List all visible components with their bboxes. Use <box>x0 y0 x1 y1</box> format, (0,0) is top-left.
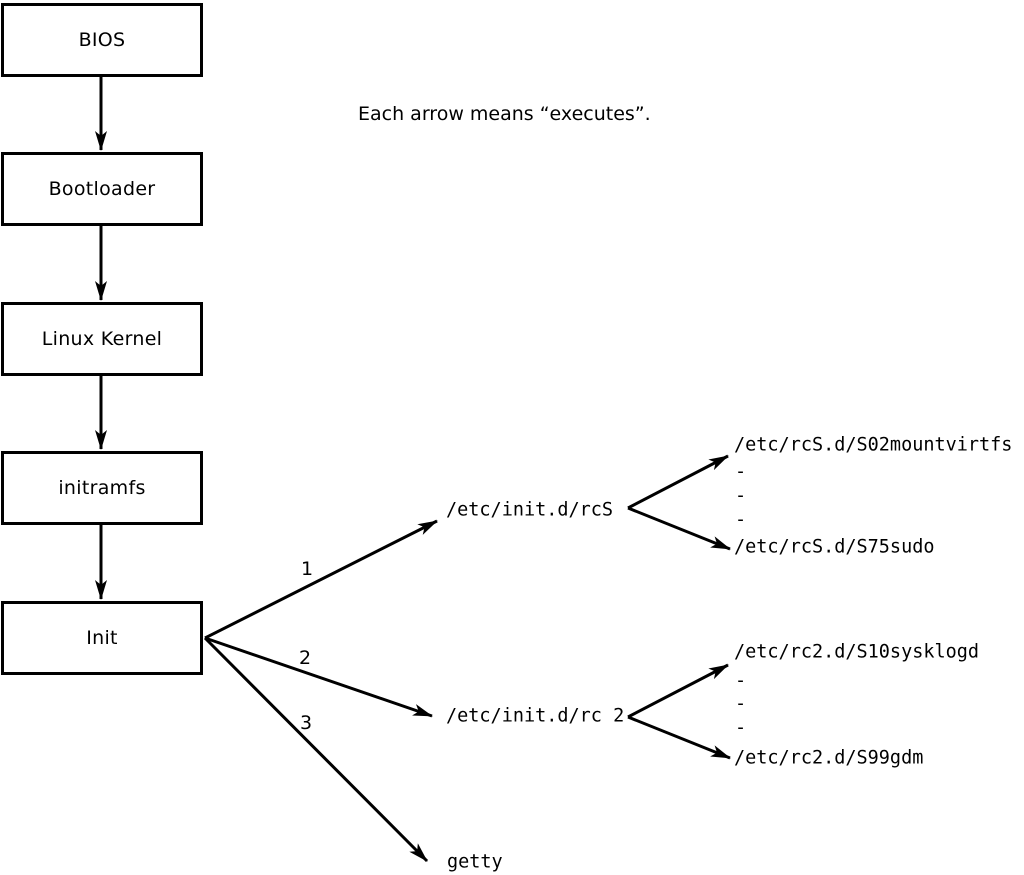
label-rc2-child-s99gdm: /etc/rc2.d/S99gdm <box>734 747 924 769</box>
branch-order-2: 2 <box>298 647 312 669</box>
arrow-rc2-to-s99gdm <box>627 715 731 760</box>
arrow-rc2-to-s10sysklogd <box>627 663 729 719</box>
label-etc-init-d-rcs: /etc/init.d/rcS <box>446 499 614 521</box>
label-rcs-child-s75sudo: /etc/rcS.d/S75sudo <box>734 536 935 558</box>
label-rcs-child-ellipsis-1: - <box>735 461 747 483</box>
label-rc2-child-ellipsis-3: - <box>735 717 747 739</box>
arrow-init-to-rc2 <box>204 636 433 718</box>
branch-order-1: 1 <box>300 558 314 580</box>
branch-order-3: 3 <box>299 712 313 734</box>
arrow-init-to-rcs <box>204 519 438 640</box>
label-rc2-child-ellipsis-1: - <box>735 670 747 692</box>
node-init: Init <box>1 601 203 675</box>
arrow-init-to-getty <box>203 636 429 863</box>
node-linux-kernel: Linux Kernel <box>1 302 203 376</box>
label-rcs-child-ellipsis-3: - <box>735 509 747 531</box>
label-etc-init-d-rc2: /etc/init.d/rc 2 <box>446 705 625 727</box>
arrow-rcs-to-s75sudo <box>627 506 731 551</box>
node-bios: BIOS <box>1 3 203 77</box>
label-rcs-child-ellipsis-2: - <box>735 485 747 507</box>
node-bootloader: Bootloader <box>1 152 203 226</box>
arrow-rcs-to-s02mountvirtfs <box>627 454 729 510</box>
label-getty: getty <box>447 851 503 873</box>
label-rc2-child-s10sysklogd: /etc/rc2.d/S10sysklogd <box>734 641 980 663</box>
label-rc2-child-ellipsis-2: - <box>735 693 747 715</box>
node-initramfs: initramfs <box>1 451 203 525</box>
label-rcs-child-s02mountvirtfs: /etc/rcS.d/S02mountvirtfs <box>734 434 1013 456</box>
legend-note: Each arrow means “executes”. <box>358 103 651 125</box>
